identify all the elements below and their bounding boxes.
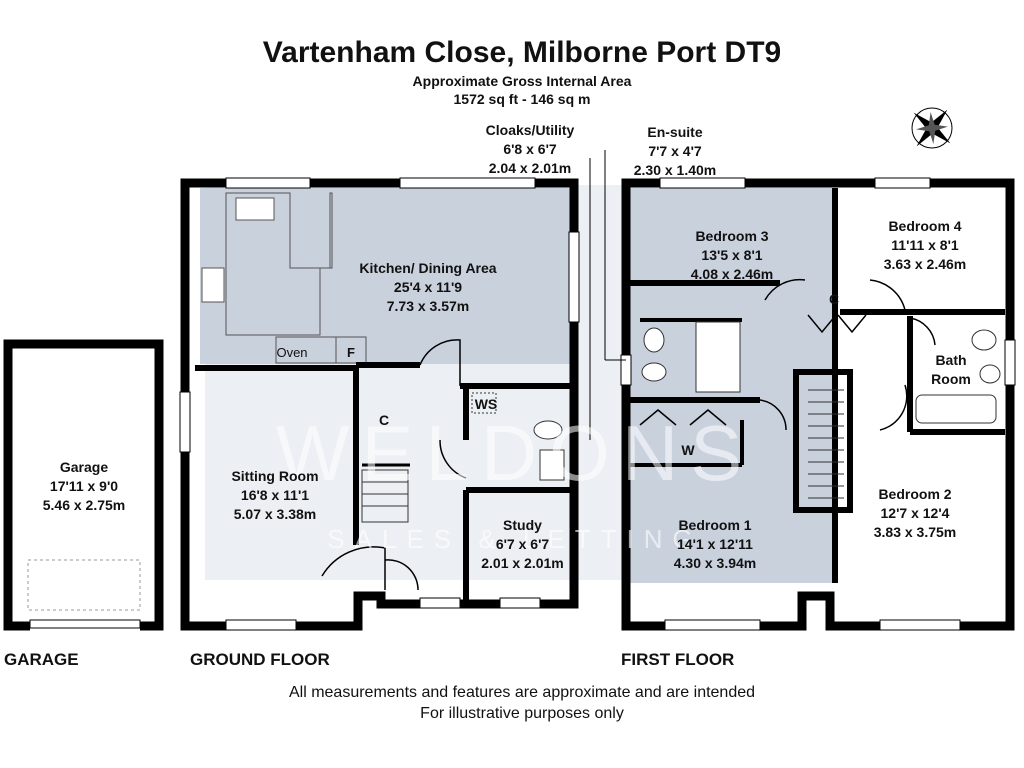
bedroom3-imperial: 13'5 x 8'1	[701, 247, 763, 263]
bedroom2-metric: 3.83 x 3.75m	[873, 524, 957, 540]
kitchen-units	[201, 192, 367, 364]
oven-label: Oven	[276, 345, 308, 360]
compass-icon	[911, 107, 953, 149]
bedroom3-metric: 4.08 x 2.46m	[690, 266, 774, 282]
floor-label-ground: GROUND FLOOR	[190, 650, 330, 669]
garage-name: Garage	[59, 459, 109, 475]
bedroom3-name: Bedroom 3	[695, 228, 769, 244]
sitting-imperial: 16'8 x 11'1	[240, 487, 310, 503]
stairs-first	[808, 389, 844, 499]
duct-lines	[589, 150, 626, 440]
bedroom4-metric: 3.63 x 2.46m	[883, 256, 967, 272]
room-bedroom1: Bedroom 1 14'1 x 12'11 4.30 x 3.94m	[655, 516, 775, 573]
room-study: Study 6'7 x 6'7 2.01 x 2.01m	[470, 516, 575, 573]
room-garage: Garage 17'11 x 9'0 5.46 x 2.75m	[28, 458, 140, 515]
room-kitchen: Kitchen/ Dining Area 25'4 x 11'9 7.73 x …	[343, 259, 513, 316]
bedroom4-imperial: 11'11 x 8'1	[891, 237, 959, 253]
cupboard-first-label: C	[828, 291, 840, 307]
garage-imperial: 17'11 x 9'0	[49, 478, 119, 494]
bedroom1-imperial: 14'1 x 12'11	[677, 536, 753, 552]
wardrobe-label: W	[681, 442, 695, 458]
ensuite-metric: 2.30 x 1.40m	[633, 162, 717, 178]
garage-door-outline	[27, 559, 141, 611]
cupboard-ground-label: C	[378, 412, 390, 428]
room-bedroom2: Bedroom 2 12'7 x 12'4 3.83 x 3.75m	[855, 485, 975, 542]
windows-first	[620, 177, 1016, 631]
sink-icon	[235, 197, 275, 221]
bedroom4-name: Bedroom 4	[888, 218, 962, 234]
garage-door	[29, 619, 141, 629]
bathroom-line1: Bath	[935, 352, 967, 368]
study-name: Study	[503, 517, 542, 533]
wc-ground	[471, 392, 565, 481]
area-value: 1572 sq ft - 146 sq m	[453, 91, 591, 107]
plan-title: Vartenham Close, Milborne Port DT9	[262, 36, 782, 69]
room-sitting: Sitting Room 16'8 x 11'1 5.07 x 3.38m	[215, 467, 335, 524]
garage-metric: 5.46 x 2.75m	[42, 497, 126, 513]
bedroom1-metric: 4.30 x 3.94m	[673, 555, 757, 571]
disclaimer-line2: For illustrative purposes only	[420, 705, 624, 722]
room-bathroom: Bath Room	[920, 351, 982, 389]
walls-first-floor	[621, 178, 1015, 631]
disclaimer-line1: All measurements and features are approx…	[288, 684, 756, 701]
area-label: Approximate Gross Internal Area	[412, 73, 632, 89]
door-swings-first	[639, 278, 936, 431]
bedroom1-name: Bedroom 1	[678, 517, 752, 533]
watermark-sub: SALES & LETTING	[327, 524, 702, 554]
ensuite-imperial: 7'7 x 4'7	[648, 143, 702, 159]
cloaks-metric: 2.04 x 2.01m	[488, 160, 572, 176]
stairs-ground	[361, 469, 409, 523]
room-ensuite: En-suite 7'7 x 4'7 2.30 x 1.40m	[615, 123, 735, 180]
windows-ground	[179, 177, 580, 631]
sitting-name: Sitting Room	[231, 468, 319, 484]
kitchen-name: Kitchen/ Dining Area	[359, 260, 497, 276]
fridge-label: F	[347, 345, 355, 360]
cloaks-imperial: 6'8 x 6'7	[503, 141, 557, 157]
room-cloaks: Cloaks/Utility 6'8 x 6'7 2.04 x 2.01m	[460, 121, 600, 178]
ensuite-name: En-suite	[647, 124, 703, 140]
floor-label-first: FIRST FLOOR	[621, 650, 735, 669]
sanitary-first	[641, 321, 1001, 424]
floor-label-garage: GARAGE	[4, 650, 79, 669]
bedroom3-fill	[630, 188, 835, 283]
bedroom2-imperial: 12'7 x 12'4	[880, 505, 950, 521]
bathroom-line2: Room	[931, 371, 971, 387]
kitchen-metric: 7.73 x 3.57m	[386, 298, 470, 314]
study-imperial: 6'7 x 6'7	[495, 536, 550, 552]
watermark-logo: WELDONS	[276, 409, 754, 497]
cloaks-name: Cloaks/Utility	[485, 122, 575, 138]
sitting-metric: 5.07 x 3.38m	[233, 506, 317, 522]
fridge-unit	[335, 336, 367, 364]
study-metric: 2.01 x 2.01m	[481, 555, 564, 571]
ws-label: WS	[474, 396, 498, 412]
walls-garage	[3, 339, 164, 631]
room-bedroom3: Bedroom 3 13'5 x 8'1 4.08 x 2.46m	[672, 227, 792, 284]
bedroom2-name: Bedroom 2	[878, 486, 952, 502]
door-swings-ground	[321, 339, 467, 591]
hob-icon	[201, 267, 225, 303]
room-bedroom4: Bedroom 4 11'11 x 8'1 3.63 x 2.46m	[860, 217, 990, 274]
kitchen-imperial: 25'4 x 11'9	[393, 279, 463, 295]
